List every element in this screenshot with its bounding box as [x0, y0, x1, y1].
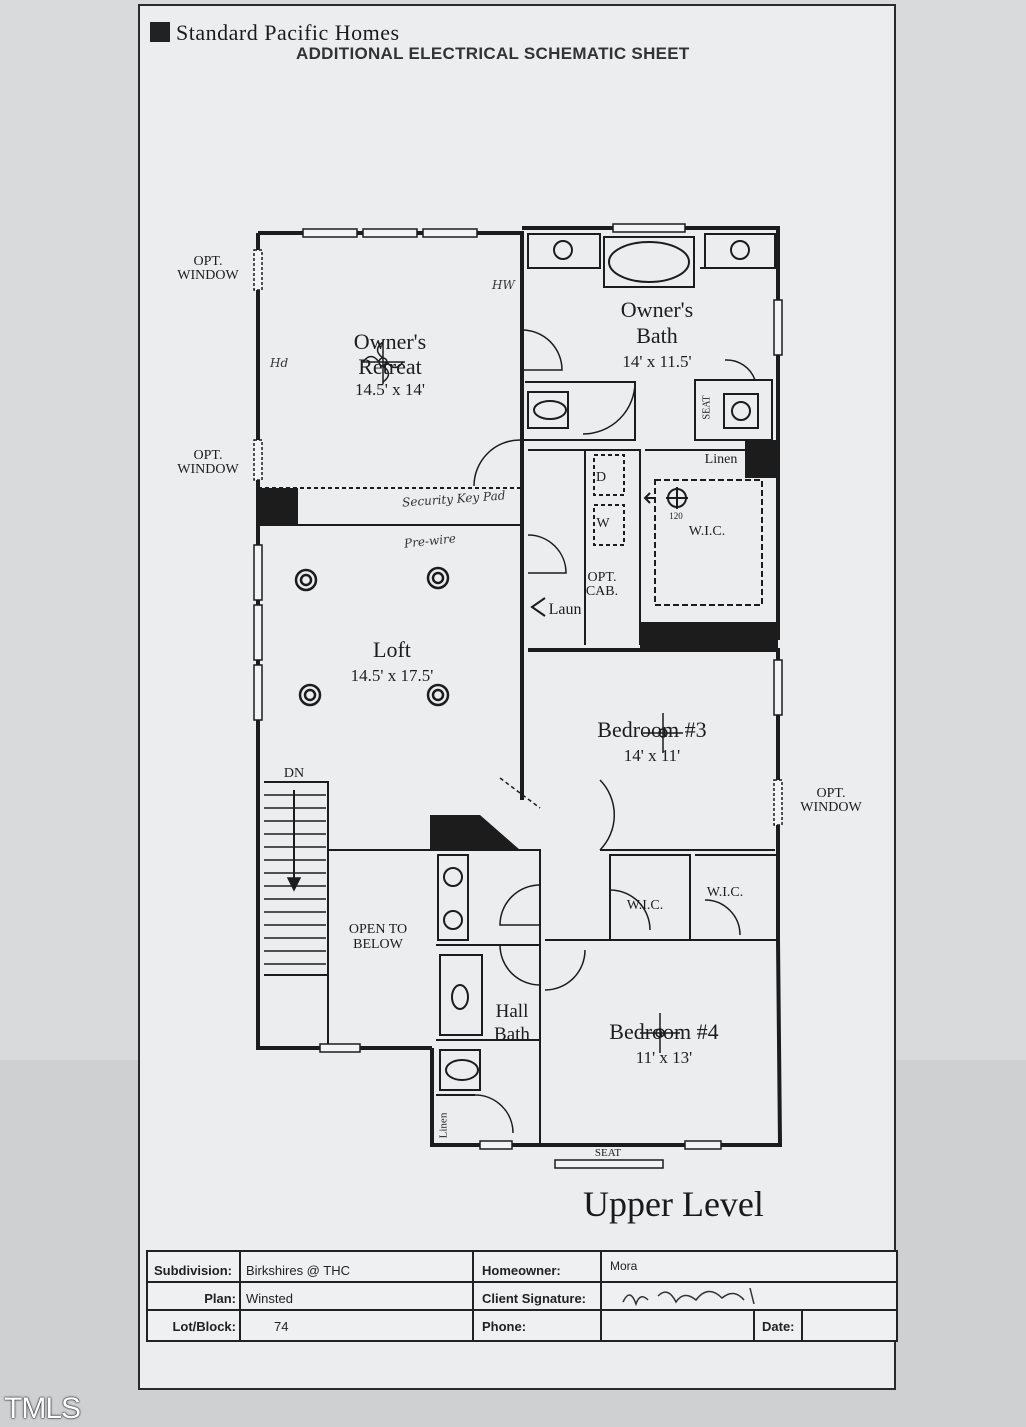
opt-window-label-mid-line2: WINDOW [177, 462, 239, 477]
stairs-down-label: DN [283, 766, 305, 781]
date-label: Date: [762, 1319, 795, 1334]
loft-label: Loft [373, 637, 411, 662]
homeowner-info-table: Subdivision: Birkshires @ THC Plan: Wins… [146, 1250, 898, 1342]
outlet-120-label: 120 [669, 511, 683, 521]
wic-label-owners: W.I.C. [688, 524, 726, 539]
homeowner-label: Homeowner: [482, 1263, 561, 1278]
table-gridlines [148, 1252, 896, 1340]
client-signature-label: Client Signature: [482, 1291, 587, 1306]
open-to-below-line1: OPEN TO [348, 922, 408, 937]
open-to-below-line2: BELOW [353, 937, 403, 952]
subdivision-value: Birkshires @ THC [246, 1263, 350, 1278]
subdivision-label: Subdivision: [154, 1263, 232, 1278]
wic-label-bed3: W.I.C. [626, 898, 664, 913]
owners-bath-dims: 14' x 11.5' [622, 352, 692, 371]
lot-block-label: Lot/Block: [172, 1319, 236, 1334]
bedroom3-dims: 14' x 11' [623, 746, 681, 765]
opt-window-label-right-line2: WINDOW [800, 800, 862, 815]
laundry-label: Laun [548, 601, 582, 618]
brand-name: Standard Pacific Homes [176, 20, 400, 45]
opt-cab-line1: OPT. [587, 570, 617, 585]
linen-label-bath: Linen [704, 452, 738, 467]
bedroom3-label: Bedroom #3 [597, 717, 707, 742]
phone-label: Phone: [482, 1319, 527, 1334]
plan-value: Winsted [246, 1291, 293, 1306]
wic-label-bed4: W.I.C. [706, 885, 744, 900]
owners-bath-label-line1: Owner's [620, 297, 694, 322]
dryer-label: D [595, 470, 607, 485]
opt-window-label-top-line2: WINDOW [177, 268, 239, 283]
homeowner-value: Mora [610, 1259, 638, 1273]
owners-retreat-label-line1: Owner's [353, 329, 427, 354]
hall-bath-label-line1: Hall [495, 1001, 529, 1022]
brand-mark-icon [150, 22, 170, 42]
level-title: Upper Level [583, 1184, 764, 1224]
opt-cab-line2: CAB. [585, 584, 619, 599]
bedroom4-dims: 11' x 13' [635, 1048, 693, 1067]
opt-window-label-mid-line1: OPT. [193, 448, 223, 463]
plan-label: Plan: [204, 1291, 236, 1306]
hall-bath-label-line2: Bath [494, 1024, 530, 1045]
owners-retreat-dims: 14.5' x 14' [355, 380, 425, 399]
washer-label: W [596, 516, 610, 531]
seat-label-bath: SEAT [701, 395, 713, 420]
opt-window-label-right-line1: OPT. [816, 786, 846, 801]
linen-label-hall: Linen [437, 1112, 450, 1139]
owners-retreat-label-line2: Retreat [358, 354, 422, 379]
bedroom4-label: Bedroom #4 [609, 1019, 719, 1044]
brand-logo: Standard Pacific Homes [150, 20, 400, 46]
loft-dims: 14.5' x 17.5' [350, 666, 434, 685]
handwritten-note-retreat-top: HW [492, 278, 515, 292]
sheet-subtitle: ADDITIONAL ELECTRICAL SCHEMATIC SHEET [296, 44, 690, 63]
opt-window-label-top-line1: OPT. [193, 254, 223, 269]
client-signature-drawing [622, 1287, 755, 1307]
handwritten-note-retreat-left: Hd [270, 356, 289, 370]
tmls-watermark: TMLS [4, 1392, 81, 1425]
lot-block-value: 74 [274, 1319, 289, 1334]
seat-label-bed4: SEAT [594, 1147, 622, 1159]
owners-bath-label-line2: Bath [636, 323, 678, 348]
